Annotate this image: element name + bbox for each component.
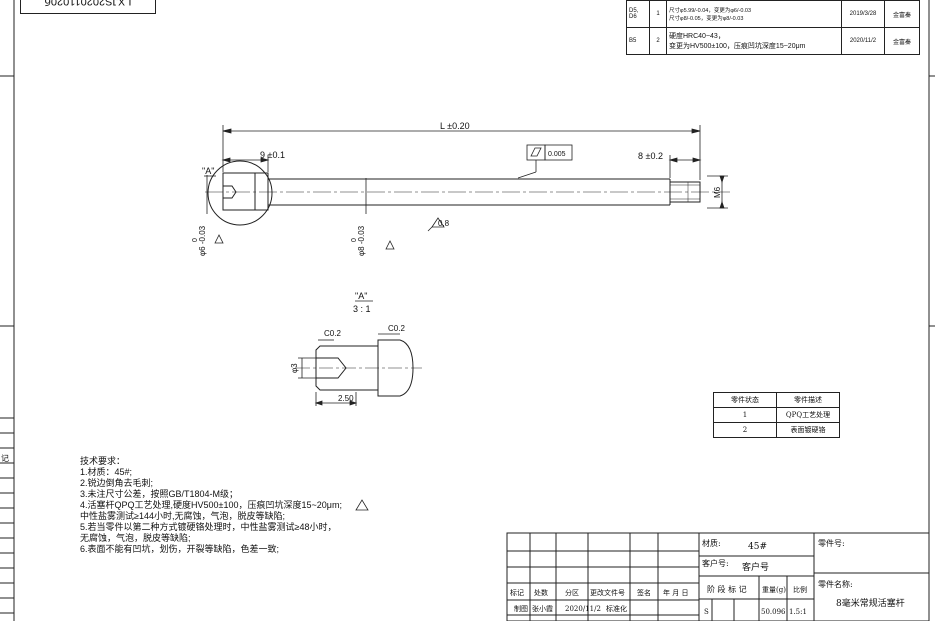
- side-mark: 记: [1, 454, 9, 463]
- part-name-value: 8毫米常规活塞杆: [836, 597, 905, 609]
- tolerance-value: 0.005: [548, 151, 566, 158]
- row-header-5: 年 月 日: [663, 588, 688, 597]
- rev-mark: B5: [626, 27, 650, 55]
- status-header: 零件描述: [776, 392, 840, 408]
- note-line: 2.锐边倒角去毛刺;: [80, 478, 154, 488]
- rev-by: 金富秦: [884, 27, 920, 55]
- row-header-2: 分区: [565, 588, 579, 597]
- dia6-label: φ6 -0.03: [198, 225, 207, 256]
- status-row: 1 QPQ工艺处理: [713, 407, 840, 423]
- dia8-upper: 0: [351, 238, 358, 242]
- rev-num: 2: [649, 27, 667, 55]
- customer-value: 客户号: [742, 561, 769, 573]
- thread-label: M6: [713, 186, 722, 198]
- rev-num: 1: [649, 0, 667, 28]
- detail-view: [296, 339, 422, 397]
- detail-scale: 3 : 1: [353, 304, 371, 314]
- drawn-by: 张小霞: [532, 604, 553, 613]
- note-line: 5.若当零件以第二种方式镀硬铬处理时，中性盐雾测试≥48小时，: [80, 522, 337, 532]
- note-flag-icon: [355, 499, 369, 511]
- roughness-value: 0.8: [438, 219, 450, 228]
- standard-label: 标准化: [606, 604, 627, 613]
- revision-table: D5, D6 1 尺寸φ5.99/-0.04，变更为φ6/-0.03 尺寸φ8/…: [626, 0, 920, 55]
- status-cell: 1: [713, 407, 777, 423]
- detail-title: "A": [355, 291, 367, 301]
- status-header: 零件状态: [713, 392, 777, 408]
- row-header-3: 更改文件号: [590, 588, 625, 597]
- note-line: 4.活塞杆QPQ工艺处理,硬度HV500±100，压痕凹坑深度15~20μm;: [80, 500, 342, 510]
- rev-date: 2020/11/2: [841, 27, 885, 55]
- part-name-label: 零件名称:: [818, 579, 853, 589]
- chamfer1-label: C0.2: [324, 329, 341, 338]
- left-margin-grid: [0, 417, 14, 614]
- status-row: 2 表面镀硬铬: [713, 422, 840, 438]
- dim-length-label: L ±0.20: [440, 121, 470, 131]
- dia3-label: φ3: [290, 363, 299, 373]
- note-line: 无腐蚀，气泡，脱皮等缺陷;: [80, 533, 191, 543]
- row-header-1: 处数: [534, 588, 548, 597]
- revision-row: B5 2 硬度HRC40~43， 变更为HV500±100，压痕凹坑深度15~2…: [626, 27, 920, 55]
- scale-value: 1.5:1: [789, 608, 807, 616]
- drawn-label: 制图: [514, 604, 528, 613]
- note-line: 中性盐雾测试≥144小时,无腐蚀，气泡，脱皮等缺陷;: [80, 511, 285, 521]
- rev-mark: D5, D6: [626, 0, 650, 28]
- stage-value: S: [704, 608, 709, 616]
- rev-desc: 尺寸φ5.99/-0.04，变更为φ6/-0.03 尺寸φ8/-0.05，变更为…: [666, 0, 842, 28]
- note-line: 6.表面不能有凹坑，划伤，开裂等缺陷，色差一致;: [80, 544, 280, 554]
- dia6-upper: 0: [192, 238, 199, 242]
- dim-shoulder-label: 9 ±0.1: [260, 150, 285, 160]
- note-line: 3.未注尺寸公差，按照GB/T1804-M级；: [80, 489, 239, 499]
- rod-main-view: [205, 160, 730, 226]
- title-block-grid: [506, 532, 930, 621]
- view-ref-label: "A": [202, 166, 214, 176]
- dim-shoulder: [221, 155, 270, 172]
- row-header-0: 标记: [510, 588, 524, 597]
- note-line: 1.材质：45#;: [80, 467, 133, 477]
- weight-value: 50.096: [761, 608, 786, 616]
- status-cell: 表面镀硬铬: [776, 422, 840, 438]
- row-header-4: 签名: [637, 588, 651, 597]
- chamfer2-label: C0.2: [388, 324, 405, 333]
- scale-label: 比例: [793, 585, 807, 594]
- note-flag-icon: [214, 234, 224, 244]
- roughness-symbol: [427, 217, 445, 232]
- status-cell: QPQ工艺处理: [776, 407, 840, 423]
- customer-label: 客户号:: [702, 558, 729, 568]
- drawn-date: 2020/11/2: [565, 605, 601, 613]
- part-status-table: 零件状态 零件描述 1 QPQ工艺处理 2 表面镀硬铬: [713, 392, 840, 438]
- status-header-row: 零件状态 零件描述: [713, 392, 840, 408]
- revision-row: D5, D6 1 尺寸φ5.99/-0.04，变更为φ6/-0.03 尺寸φ8/…: [626, 0, 920, 28]
- detail-dims: [298, 333, 400, 406]
- rev-desc: 硬度HRC40~43， 变更为HV500±100，压痕凹坑深度15~20μm: [666, 27, 842, 55]
- rev-date: 2019/3/28: [841, 0, 885, 28]
- tolerance-frame: [517, 144, 573, 179]
- material-value: 45#: [748, 542, 767, 552]
- dim-length: [222, 125, 701, 180]
- dim-thread-length-label: 8 ±0.2: [638, 151, 663, 161]
- material-label: 材质:: [702, 538, 721, 548]
- note-flag-icon: [385, 240, 395, 250]
- note-line: 技术要求：: [80, 456, 126, 466]
- len250-label: 2.50: [338, 394, 354, 403]
- part-no-label: 零件号:: [818, 538, 845, 548]
- rev-by: 金富秦: [884, 0, 920, 28]
- dia8-label: φ8 -0.03: [357, 225, 366, 256]
- dim-thread-length: [668, 155, 702, 178]
- status-cell: 2: [713, 422, 777, 438]
- stage-label: 阶 段 标 记: [707, 584, 747, 594]
- technical-notes: 技术要求： 1.材质：45#; 2.锐边倒角去毛刺; 3.未注尺寸公差，按照GB…: [80, 456, 342, 555]
- weight-label: 重量(g): [762, 586, 786, 594]
- dim-thread-dia: [707, 175, 728, 209]
